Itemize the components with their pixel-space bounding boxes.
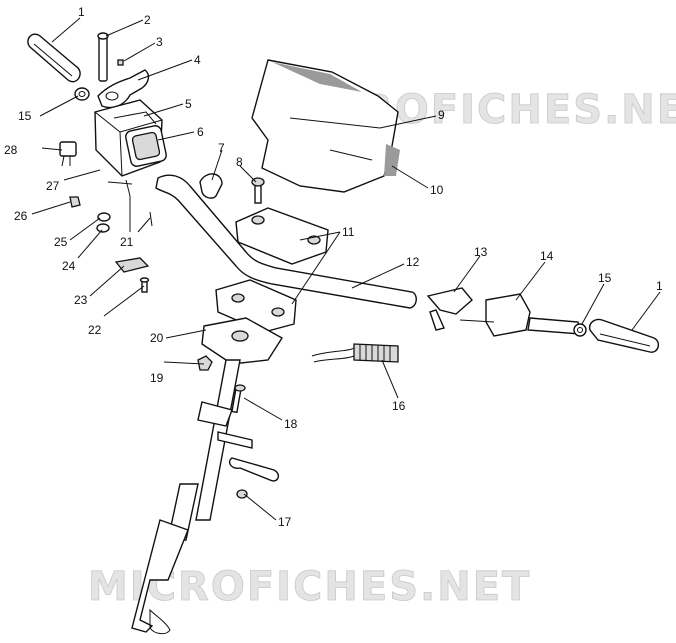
screw-22 [139,277,150,293]
right-hand-grip [588,318,660,353]
callout-27: 27 [46,179,60,193]
callout-1-left: 1 [78,5,85,19]
washer-left [74,87,90,101]
throttle-housing [94,99,167,177]
clip [199,173,223,199]
bolt-8 [251,177,265,204]
nut-19 [197,355,213,371]
connector [59,141,77,167]
callout-10: 10 [430,183,444,197]
callout-numbers: 1 2 3 4 5 6 7 8 9 10 11 12 13 14 15 1 15… [4,5,663,529]
callout-22: 22 [88,323,102,337]
clamp-plate [114,257,150,273]
callout-3: 3 [156,35,163,49]
callout-25: 25 [54,235,68,249]
left-hand-grip [27,33,81,83]
callout-12: 12 [406,255,420,269]
callout-14: 14 [540,249,554,263]
callout-16: 16 [392,399,406,413]
callout-20: 20 [150,331,164,345]
brake-bracket [426,287,473,331]
lower-clamp [201,279,297,365]
callout-17: 17 [278,515,292,529]
callout-5: 5 [185,97,192,111]
callout-6: 6 [197,125,204,139]
callout-28: 28 [4,143,18,157]
callout-8: 8 [236,155,243,169]
callout-1-right: 1 [656,279,663,293]
callout-23: 23 [74,293,88,307]
callout-13: 13 [474,245,488,259]
callout-21: 21 [120,235,134,249]
pod-cover [251,59,400,193]
right-switch-housing [459,293,581,337]
washer-right [573,323,587,337]
pin [97,32,109,82]
handlebar [155,174,417,309]
callout-15-left: 15 [18,109,32,123]
callout-4: 4 [194,53,201,67]
throttle-mounting-hardware [69,179,153,233]
callout-9: 9 [438,108,445,122]
callout-11: 11 [342,225,355,239]
leader-lines [31,17,661,521]
callout-2: 2 [144,13,151,27]
callout-24: 24 [62,259,76,273]
steering-column [131,359,253,635]
callout-18: 18 [284,417,298,431]
callout-7: 7 [218,141,225,155]
coil-wire [311,343,399,363]
small-nut [117,59,124,66]
callout-15-right: 15 [598,271,612,285]
callout-19: 19 [150,371,164,385]
spacer-17 [228,457,280,499]
callout-26: 26 [14,209,28,223]
bolt-18 [231,384,246,414]
